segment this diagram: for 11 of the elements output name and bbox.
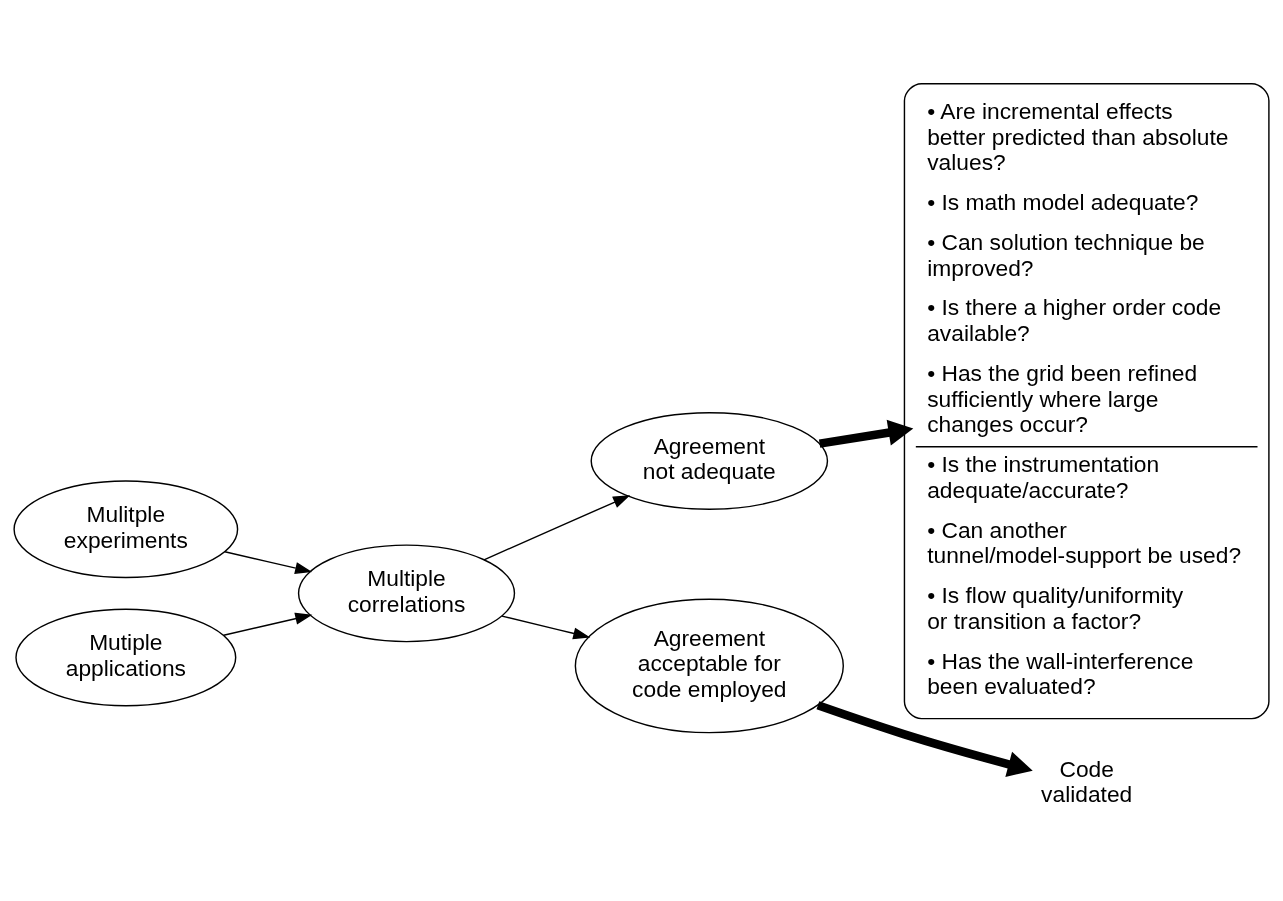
arrow xyxy=(816,700,1033,777)
arrow xyxy=(818,419,914,448)
arrow xyxy=(483,494,631,560)
node-ellipse: Mulitple experiments xyxy=(13,479,239,578)
arrow xyxy=(222,612,313,636)
node-box: • Are incremental effects better predicted than absolute values? • Is math model adequate? • Can solution technique be improved? • Is there a higher order code available? • Has the grid been refined sufficiently where large changes occur? • Is the instrumentation adequate/accurate? • Can another tunnel/model-support be used? • Is flow quality/uniformity or transition a factor? • Has the wall-interference been evaluated? xyxy=(903,82,1270,719)
node-ellipse: Multiple correlations xyxy=(297,543,516,642)
arrow xyxy=(224,550,313,574)
arrow xyxy=(501,614,591,639)
node-ellipse: Mutiple applications xyxy=(15,608,237,706)
node-text: Code validated xyxy=(1041,755,1133,807)
